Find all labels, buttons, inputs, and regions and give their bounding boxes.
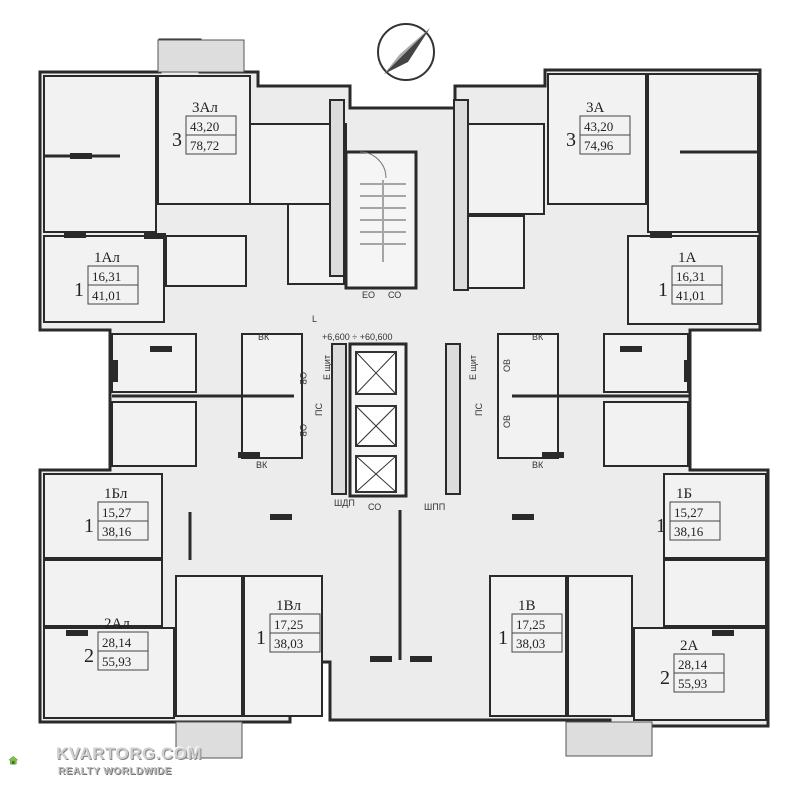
unit-total-area: 38,03: [274, 636, 303, 651]
shpp-label: ШПП: [424, 502, 445, 512]
co-label-top: СО: [388, 290, 401, 300]
ov-label-4: ОВ: [502, 415, 512, 428]
shaft-right: [453, 99, 469, 291]
unit-living-area: 28,14: [678, 657, 708, 672]
vk-label-2: ВК: [256, 460, 268, 470]
vk-label-4: ВК: [532, 460, 544, 470]
unit-name: 1В: [518, 598, 536, 614]
watermark-subtitle: REALTY WORLDWIDE: [58, 766, 172, 777]
unit-name: 2Ал: [104, 616, 130, 632]
unit-living-area: 28,14: [102, 635, 132, 650]
e-shit-left: Е щит: [322, 355, 332, 380]
unit-total-area: 38,16: [102, 524, 132, 539]
pc-label-right: ПС: [474, 403, 484, 416]
unit-label-1vl: 1Вл 1 17,25 38,03: [256, 598, 321, 653]
unit-label-3al: 3Ал 3 43,20 78,72: [172, 100, 237, 155]
e-shit-right: Е щит: [468, 355, 478, 380]
balcony-bottom-right: [565, 721, 653, 757]
ov-label-2: ОВ: [298, 424, 308, 437]
unit-name: 2А: [680, 638, 699, 654]
unit-rooms: 2: [84, 645, 94, 667]
unit-total-area: 78,72: [190, 138, 219, 153]
elevator-core: [331, 342, 461, 498]
unit-name: 1Ал: [94, 250, 120, 266]
unit-name: 1Вл: [276, 598, 302, 614]
stair-core: [344, 150, 418, 290]
balcony-bottom-left: [175, 721, 243, 759]
ov-label-1: ОВ: [298, 372, 308, 385]
unit-total-area: 41,01: [676, 288, 705, 303]
unit-rooms: 1: [256, 627, 266, 649]
unit-rooms: 1: [658, 279, 668, 301]
windows: [64, 153, 734, 662]
unit-label-2al: 2Ал 2 28,14 55,93: [84, 616, 149, 671]
unit-living-area: 15,27: [102, 505, 132, 520]
pc-label-left: ПС: [314, 403, 324, 416]
eo-label: ЕО: [362, 290, 375, 300]
unit-total-area: 74,96: [584, 138, 614, 153]
north-arrow: [377, 23, 435, 81]
unit-total-area: 38,16: [674, 524, 704, 539]
unit-label-1v: 1В 1 17,25 38,03: [498, 598, 563, 653]
unit-label-1b: 1Б 1 15,27 38,16: [656, 486, 721, 541]
unit-label-1a: 1А 1 16,31 41,01: [658, 250, 723, 305]
l-mark: L: [312, 314, 317, 324]
unit-name: 3А: [586, 100, 605, 116]
ov-label-3: ОВ: [502, 359, 512, 372]
unit-name: 1Бл: [104, 486, 128, 502]
unit-rooms: 1: [656, 515, 666, 537]
unit-total-area: 55,93: [102, 654, 131, 669]
unit-label-2a: 2А 2 28,14 55,93: [660, 638, 725, 693]
unit-living-area: 43,20: [190, 119, 219, 134]
unit-living-area: 15,27: [674, 505, 704, 520]
watermark-house-icon: [8, 756, 19, 765]
unit-living-area: 17,25: [516, 617, 545, 632]
unit-label-3a: 3А 3 43,20 74,96: [566, 100, 631, 155]
vk-label-3: ВК: [532, 332, 544, 342]
unit-rooms: 3: [172, 129, 182, 151]
unit-name: 1А: [678, 250, 697, 266]
unit-total-area: 41,01: [92, 288, 121, 303]
unit-living-area: 16,31: [92, 269, 121, 284]
unit-living-area: 43,20: [584, 119, 613, 134]
unit-rooms: 1: [498, 627, 508, 649]
elevation-label: +6,600 ÷ +60,600: [322, 332, 393, 342]
unit-living-area: 16,31: [676, 269, 705, 284]
shaft-left: [329, 99, 345, 277]
watermark-title: KVARTORG.COM: [56, 744, 203, 763]
unit-labels: 3Ал 3 43,20 78,72 3А 3 43,20 74,96 1Ал 1 16,31 41,0…: [74, 100, 725, 693]
unit-living-area: 17,25: [274, 617, 303, 632]
co-label-bottom: СО: [368, 502, 381, 512]
unit-rooms: 1: [84, 515, 94, 537]
unit-total-area: 38,03: [516, 636, 545, 651]
vk-label-1: ВК: [258, 332, 270, 342]
unit-rooms: 2: [660, 667, 670, 689]
unit-name: 3Ал: [192, 100, 218, 116]
balcony-top-left: [157, 39, 245, 73]
unit-total-area: 55,93: [678, 676, 707, 691]
unit-label-1al: 1Ал 1 16,31 41,01: [74, 250, 139, 305]
unit-name: 1Б: [676, 486, 692, 502]
unit-label-1bl: 1Бл 1 15,27 38,16: [84, 486, 149, 541]
unit-rooms: 3: [566, 129, 576, 151]
unit-rooms: 1: [74, 279, 84, 301]
shdp-label: ШДП: [334, 498, 355, 508]
